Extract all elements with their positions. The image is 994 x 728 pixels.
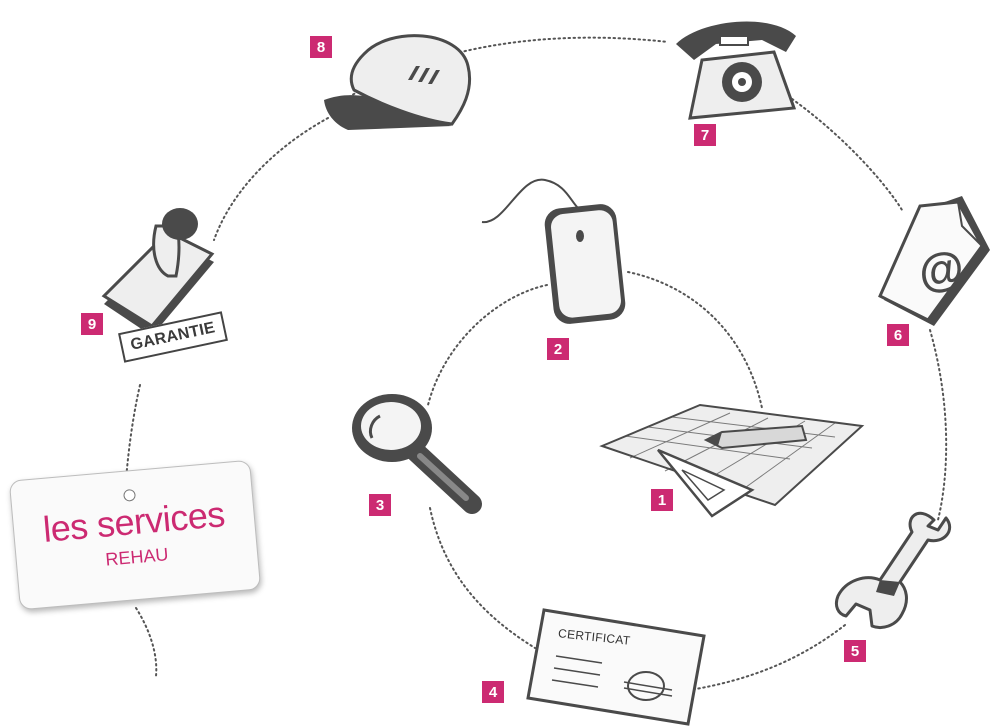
- inner-path: [627, 271, 763, 409]
- step-9-badge: 9: [81, 313, 103, 335]
- step-2-badge: 2: [547, 338, 569, 360]
- step-6-badge: 6: [887, 324, 909, 346]
- outer-path: [787, 95, 903, 211]
- outer-path: [689, 624, 846, 691]
- hard-hat-icon: [324, 34, 472, 130]
- inner-path: [427, 284, 548, 406]
- outer-path: [125, 384, 141, 481]
- certificate-icon: [526, 608, 706, 726]
- mouse-icon: [481, 178, 626, 324]
- outer-path: [929, 329, 948, 521]
- stamp-icon: [101, 208, 215, 336]
- dotted-paths: [125, 36, 948, 691]
- wrench-icon: [834, 512, 952, 629]
- step-5-badge: 5: [844, 640, 866, 662]
- plan-icon: [599, 403, 865, 518]
- step-1-badge: 1: [651, 489, 673, 511]
- outer-path: [213, 117, 329, 241]
- step-4-badge: 4: [482, 681, 504, 703]
- inner-path: [429, 507, 536, 649]
- step-7-badge: 7: [694, 124, 716, 146]
- email-document-icon: @: [878, 196, 990, 326]
- magnifier-icon: [352, 394, 482, 514]
- step-3-badge: 3: [369, 494, 391, 516]
- services-tag: les services REHAU: [8, 459, 262, 611]
- outer-path: [135, 607, 158, 677]
- step-8-badge: 8: [310, 36, 332, 58]
- telephone-icon: [676, 21, 797, 120]
- svg-text:@: @: [915, 241, 967, 299]
